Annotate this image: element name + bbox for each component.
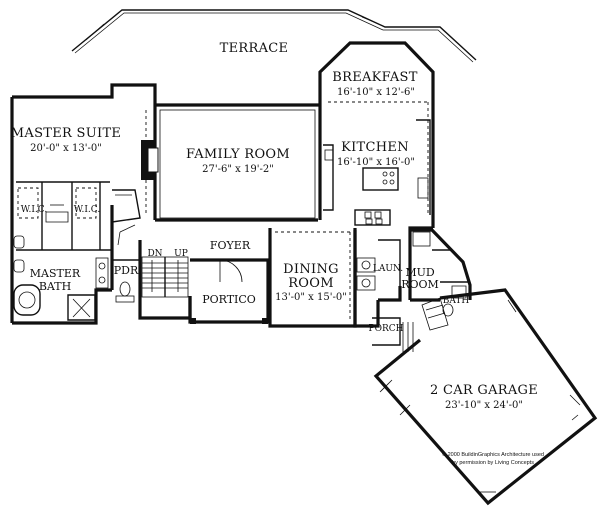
porch-label: PORCH: [369, 324, 404, 334]
family-room-dims: 27'-6" x 19'-2": [202, 164, 274, 175]
copyright-line-1: © 2000 BuildinGraphics Architecture used: [442, 451, 544, 458]
wic-left-label: W.I.C.: [21, 205, 48, 215]
dining-room-label-1: DINING: [283, 262, 339, 277]
wic-right-label: W.I.C.: [74, 205, 101, 215]
foyer-label: FOYER: [210, 239, 251, 252]
copyright-line-2: by permission by Living Concepts: [452, 460, 534, 466]
interior-walls: [13, 100, 581, 493]
breakfast-label: BREAKFAST: [332, 70, 418, 85]
pdr-label: PDR: [114, 264, 139, 277]
family-room-label: FAMILY ROOM: [186, 147, 290, 162]
mud-room-label-2: ROOM: [401, 278, 439, 291]
bath-label: BATH: [443, 296, 470, 306]
terrace-outline: [71, 9, 477, 63]
mud-room-label-1: MUD: [405, 266, 435, 279]
stair-up-label: UP: [174, 249, 188, 259]
master-suite-dims: 20'-0" x 13'-0": [30, 143, 102, 154]
kitchen-dims: 16'-10" x 16'-0": [337, 157, 415, 168]
dining-room-label-2: ROOM: [288, 276, 334, 291]
staircase: [141, 256, 189, 298]
garage-label: 2 CAR GARAGE: [430, 383, 538, 398]
master-bath-label-1: MASTER: [30, 267, 81, 280]
stair-down-label: DN: [147, 249, 162, 259]
portico-label: PORTICO: [202, 293, 256, 306]
terrace-label: TERRACE: [220, 41, 289, 56]
master-suite-label: MASTER SUITE: [11, 126, 121, 141]
laundry-label: LAUN.: [373, 264, 403, 274]
garage-dims: 23'-10" x 24'-0": [445, 400, 523, 411]
master-bath-label-2: BATH: [39, 280, 71, 293]
breakfast-dims: 16'-10" x 12'-6": [337, 87, 415, 98]
dining-room-dims: 13'-0" x 15'-0": [275, 292, 347, 303]
kitchen-label: KITCHEN: [341, 140, 409, 155]
